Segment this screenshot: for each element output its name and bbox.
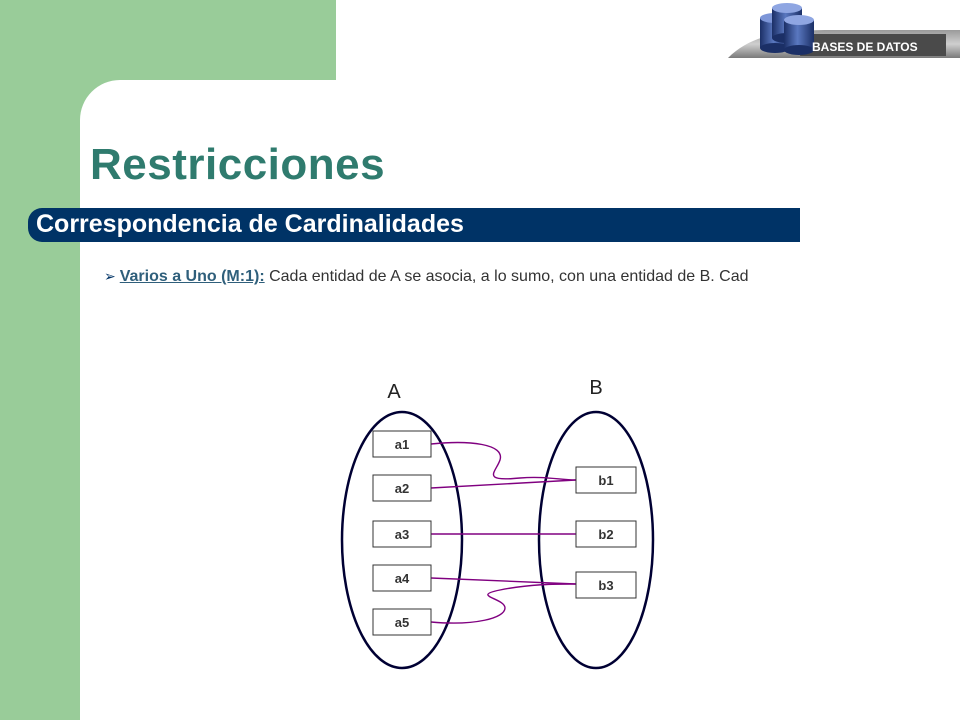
entity-b3-label: b3 bbox=[598, 578, 613, 593]
set-a-ellipse bbox=[340, 410, 464, 670]
arrow-bullet-icon: ➢ bbox=[104, 268, 116, 284]
entity-a3: a3 bbox=[372, 520, 432, 548]
set-b-label: B bbox=[589, 377, 602, 399]
mapping-line-a4-b3 bbox=[430, 577, 577, 585]
left-green-band bbox=[0, 0, 80, 720]
entity-a4-label: a4 bbox=[395, 571, 410, 586]
entity-b1: b1 bbox=[575, 466, 637, 494]
set-b-elements: b1 b2 b3 bbox=[575, 466, 637, 599]
corner-curve bbox=[80, 80, 160, 160]
entity-a5-label: a5 bbox=[395, 615, 409, 630]
entity-a3-label: a3 bbox=[395, 527, 409, 542]
slide-title: Restricciones bbox=[90, 140, 386, 189]
top-green-band bbox=[0, 0, 336, 80]
bases-de-datos-logo: BASES DE DATOS bbox=[728, 3, 960, 58]
set-b-ellipse bbox=[537, 410, 655, 670]
logo-text: BASES DE DATOS bbox=[812, 40, 918, 54]
entity-b2-label: b2 bbox=[598, 527, 613, 542]
mapping-line-a1-b1 bbox=[430, 441, 577, 481]
set-a-label: A bbox=[387, 381, 401, 403]
entity-a1-label: a1 bbox=[395, 437, 409, 452]
subtitle-bar bbox=[28, 208, 800, 242]
mapping-line-a5-b3 bbox=[430, 583, 577, 624]
bullet-description: Cada entidad de A se asocia, a lo sumo, … bbox=[264, 268, 749, 285]
entity-a2-label: a2 bbox=[395, 481, 409, 496]
entity-b3: b3 bbox=[575, 571, 637, 599]
entity-a5: a5 bbox=[372, 608, 432, 636]
bullet-term: Varios a Uno (M:1): bbox=[119, 268, 265, 285]
mapping-lines bbox=[430, 441, 577, 624]
entity-b2: b2 bbox=[575, 520, 637, 548]
entity-b1-label: b1 bbox=[598, 473, 613, 488]
database-cylinders-icon bbox=[760, 3, 814, 55]
mapping-line-a2-b1 bbox=[430, 479, 577, 489]
entity-a1: a1 bbox=[372, 430, 432, 458]
set-a-elements: a1 a2 a3 a4 a5 bbox=[372, 430, 432, 636]
bullet-item: ➢Varios a Uno (M:1): Cada entidad de A s… bbox=[104, 268, 960, 286]
entity-a2: a2 bbox=[372, 474, 432, 502]
entity-a4: a4 bbox=[372, 564, 432, 592]
slide-subtitle: Correspondencia de Cardinalidades bbox=[36, 210, 464, 238]
